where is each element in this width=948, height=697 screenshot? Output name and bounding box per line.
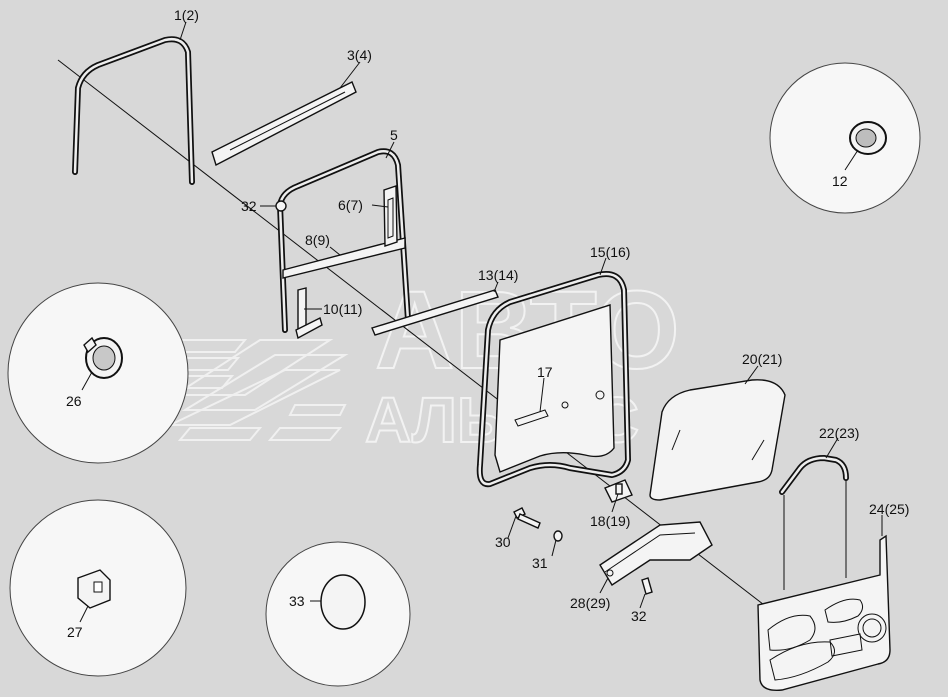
screw-part-30 bbox=[513, 507, 541, 529]
clip-part-27 bbox=[77, 569, 111, 623]
callout-3: 3(4) bbox=[347, 47, 372, 63]
callout-31: 31 bbox=[532, 555, 548, 571]
callout-27: 27 bbox=[67, 624, 83, 640]
leader-lines bbox=[179, 21, 883, 609]
callout-22: 22(23) bbox=[819, 425, 859, 441]
armrest-part-28 bbox=[599, 521, 713, 586]
watermark-emblem bbox=[149, 339, 349, 441]
fastener-part-32-upper bbox=[275, 200, 287, 212]
callout-5: 5 bbox=[390, 127, 398, 143]
callout-1: 1(2) bbox=[174, 7, 199, 23]
callout-10: 10(11) bbox=[323, 301, 362, 317]
callout-13: 13(14) bbox=[478, 267, 518, 283]
molding-part-13 bbox=[371, 289, 499, 336]
callout-26: 26 bbox=[66, 393, 82, 409]
callout-32-lower: 32 bbox=[631, 608, 647, 624]
callout-12: 12 bbox=[832, 173, 848, 189]
roller-part-26 bbox=[81, 336, 123, 391]
callout-28: 28(29) bbox=[570, 595, 610, 611]
plug-part-33 bbox=[310, 574, 366, 630]
grommet-part-12 bbox=[844, 121, 887, 171]
callout-32-upper: 32 bbox=[241, 198, 257, 214]
strip-part-3 bbox=[211, 81, 357, 167]
hinge-part-18 bbox=[604, 479, 633, 503]
callout-33: 33 bbox=[289, 593, 305, 609]
detail-circle-12 bbox=[769, 62, 921, 214]
callout-15: 15(16) bbox=[590, 244, 630, 260]
handle-part-22 bbox=[779, 455, 849, 590]
callout-30: 30 bbox=[495, 534, 511, 550]
door-glass-part-20 bbox=[649, 379, 786, 501]
washer-part-31 bbox=[553, 530, 563, 542]
pin-part-32-lower bbox=[641, 577, 653, 595]
door-seal-part-15 bbox=[476, 271, 631, 488]
door-trim-part-24 bbox=[757, 534, 891, 691]
callout-6: 6(7) bbox=[338, 197, 363, 213]
door-frame-seal-part-5 bbox=[277, 148, 411, 333]
callout-8: 8(9) bbox=[305, 232, 330, 248]
guide-part-6 bbox=[383, 185, 398, 247]
callout-18: 18(19) bbox=[590, 513, 630, 529]
bracket-part-10 bbox=[295, 287, 323, 340]
callout-24: 24(25) bbox=[869, 501, 909, 517]
window-channel-part-1 bbox=[72, 36, 195, 185]
callout-20: 20(21) bbox=[742, 351, 782, 367]
callout-17: 17 bbox=[537, 364, 553, 380]
